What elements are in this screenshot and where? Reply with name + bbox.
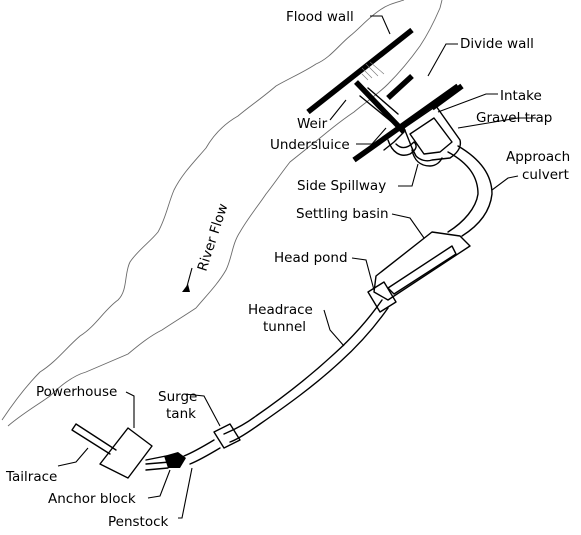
label-weir: Weir <box>297 116 328 132</box>
river-bank-left <box>1 0 405 421</box>
label-flood-wall: Flood wall <box>286 9 354 25</box>
flood-wall-shape <box>306 27 414 115</box>
label-settling-basin: Settling basin <box>296 206 389 222</box>
label-undersluice: Undersluice <box>270 137 350 153</box>
label-tank: tank <box>166 406 196 422</box>
label-gravel-trap: Gravel trap <box>476 110 552 126</box>
label-headrace: Headrace <box>248 302 313 318</box>
anchor-block-shape <box>164 452 186 468</box>
label-anchor-block: Anchor block <box>48 491 136 507</box>
divide-wall-shape <box>386 73 414 101</box>
weir-hatch <box>361 61 385 81</box>
surge-tank-shape <box>213 423 241 449</box>
weir-wall-shape <box>354 80 406 134</box>
powerhouse-shape <box>99 427 153 479</box>
leader-lines <box>57 15 536 519</box>
label-river-flow: River Flow <box>195 202 232 274</box>
label-approach: Approach <box>506 149 570 165</box>
headrace-tunnel-shape <box>223 299 389 443</box>
intake-wall-2-shape <box>430 83 464 111</box>
label-intake: Intake <box>500 88 542 104</box>
label-head-pond: Head pond <box>274 250 348 266</box>
label-side-spillway: Side Spillway <box>297 178 386 194</box>
river-bank-right <box>7 0 443 427</box>
river-flow-arrow-icon <box>182 267 193 292</box>
side-spillway-shape <box>411 149 443 167</box>
penstock-shape <box>183 439 221 465</box>
tailrace-shape <box>71 423 117 455</box>
settling-basin-shape <box>373 231 471 301</box>
label-tunnel: tunnel <box>263 319 306 335</box>
label-surge: Surge <box>158 389 197 405</box>
approach-culvert-shape <box>447 145 493 237</box>
label-culvert: culvert <box>522 167 569 183</box>
label-divide-wall: Divide wall <box>460 36 534 52</box>
label-penstock: Penstock <box>108 514 169 530</box>
head-pond-shape <box>367 281 397 313</box>
label-tailrace: Tailrace <box>5 469 57 485</box>
powerhouse-feed-shape <box>145 455 171 471</box>
label-powerhouse: Powerhouse <box>36 384 117 400</box>
gravel-trap-inner <box>409 117 453 155</box>
weir-structure-shape <box>359 87 417 156</box>
